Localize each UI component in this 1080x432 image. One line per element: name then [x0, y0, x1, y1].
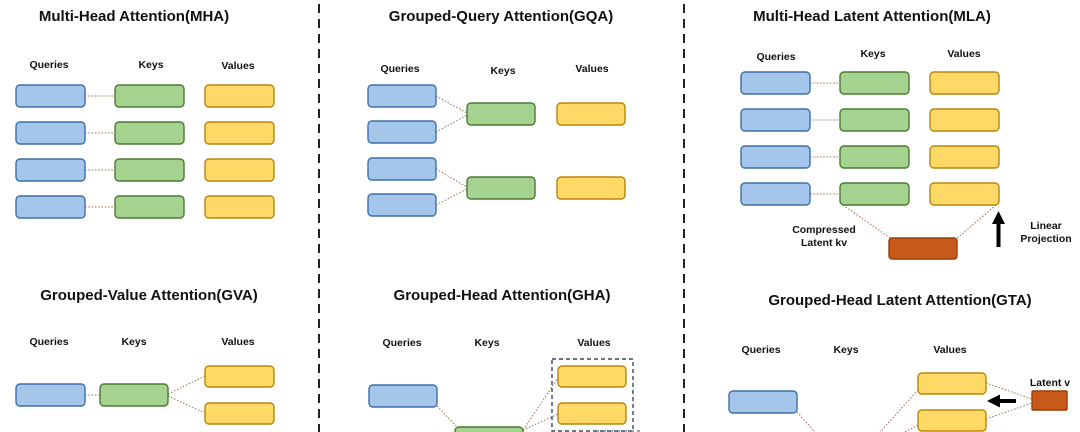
mha-key-box	[114, 84, 185, 108]
gha-value-box	[557, 402, 627, 425]
gva-values-label: Values	[221, 336, 254, 348]
mla-key-box	[839, 145, 910, 169]
gqa-key-box	[466, 176, 536, 200]
gva-key-box	[99, 383, 169, 407]
gqa-query-box	[367, 193, 437, 217]
mla-query-box	[740, 182, 811, 206]
mla-compressed-label: Compressed	[792, 224, 856, 236]
mla-projection-label: Projection	[1020, 233, 1071, 245]
mha-query-box	[15, 84, 86, 108]
left-arrow-icon	[987, 394, 1016, 408]
mla-query-box	[740, 71, 811, 95]
gha-keys-label: Keys	[474, 337, 499, 349]
gta-value-box	[917, 409, 987, 432]
mha-value-box	[204, 158, 275, 182]
gha-key-box	[454, 426, 524, 432]
gha-queries-label: Queries	[382, 337, 421, 349]
mla-key-box	[839, 108, 910, 132]
mla-query-box	[740, 108, 811, 132]
gta-latent-v-label: Latent v	[1030, 377, 1070, 389]
mha-queries-label: Queries	[29, 59, 68, 71]
gva-value-box	[204, 402, 275, 425]
gta-values-label: Values	[933, 344, 966, 356]
panel-mha: Multi-Head Attention(MHA) Queries Keys V…	[15, 8, 275, 219]
mla-value-box	[929, 182, 1000, 206]
gva-query-box	[15, 383, 86, 407]
mha-title: Multi-Head Attention(MHA)	[39, 8, 229, 25]
mha-query-box	[15, 195, 86, 219]
mla-value-box	[929, 145, 1000, 169]
mla-queries-label: Queries	[756, 51, 795, 63]
gha-value-group-frame	[551, 358, 634, 432]
mha-key-box	[114, 121, 185, 145]
mla-value-box	[929, 108, 1000, 132]
mha-value-box	[204, 195, 275, 219]
gha-title: Grouped-Head Attention(GHA)	[394, 287, 611, 304]
gqa-values-label: Values	[575, 63, 608, 75]
mha-query-box	[15, 158, 86, 182]
mha-value-box	[204, 84, 275, 108]
panel-mla: Multi-Head Latent Attention(MLA) Queries…	[740, 8, 1072, 260]
mla-latent-kv-label: Latent kv	[801, 237, 847, 249]
gqa-query-box	[367, 84, 437, 108]
mla-query-box	[740, 145, 811, 169]
mla-title: Multi-Head Latent Attention(MLA)	[753, 8, 991, 25]
panel-gta: Grouped-Head Latent Attention(GTA) Queri…	[728, 292, 1070, 432]
gqa-query-box	[367, 120, 437, 144]
gha-value-box	[557, 365, 627, 388]
gva-queries-label: Queries	[29, 336, 68, 348]
gva-title: Grouped-Value Attention(GVA)	[40, 287, 258, 304]
gta-value-box	[917, 372, 987, 395]
gva-keys-label: Keys	[121, 336, 146, 348]
mla-keys-label: Keys	[860, 48, 885, 60]
mla-values-label: Values	[947, 48, 980, 60]
mla-value-box	[929, 71, 1000, 95]
mla-latent-kv-box	[888, 237, 958, 260]
gqa-key-box	[466, 102, 536, 126]
gqa-query-box	[367, 157, 437, 181]
gqa-keys-label: Keys	[490, 65, 515, 77]
gqa-title: Grouped-Query Attention(GQA)	[389, 8, 613, 25]
gta-latent-v-box	[1031, 390, 1068, 411]
mha-value-box	[204, 121, 275, 145]
panel-gha: Grouped-Head Attention(GHA) Queries Keys…	[368, 287, 640, 432]
gta-query-box	[728, 390, 798, 414]
mha-key-box	[114, 158, 185, 182]
mha-key-box	[114, 195, 185, 219]
mla-key-box	[839, 71, 910, 95]
gta-title: Grouped-Head Latent Attention(GTA)	[768, 292, 1031, 309]
gha-values-label: Values	[577, 337, 610, 349]
panel-gqa: Grouped-Query Attention(GQA) Queries Key…	[367, 8, 626, 217]
mha-values-label: Values	[221, 60, 254, 72]
panel-gva: Grouped-Value Attention(GVA) Queries Key…	[15, 287, 275, 425]
mha-keys-label: Keys	[138, 59, 163, 71]
gta-queries-label: Queries	[741, 344, 780, 356]
mla-linear-label: Linear	[1030, 220, 1062, 232]
gqa-value-box	[556, 102, 626, 126]
gqa-value-box	[556, 176, 626, 200]
mha-query-box	[15, 121, 86, 145]
gha-query-box	[368, 384, 438, 408]
gva-value-box	[204, 365, 275, 388]
gta-keys-label: Keys	[833, 344, 858, 356]
gqa-queries-label: Queries	[380, 63, 419, 75]
up-arrow-icon	[992, 211, 1005, 247]
mla-key-box	[839, 182, 910, 206]
